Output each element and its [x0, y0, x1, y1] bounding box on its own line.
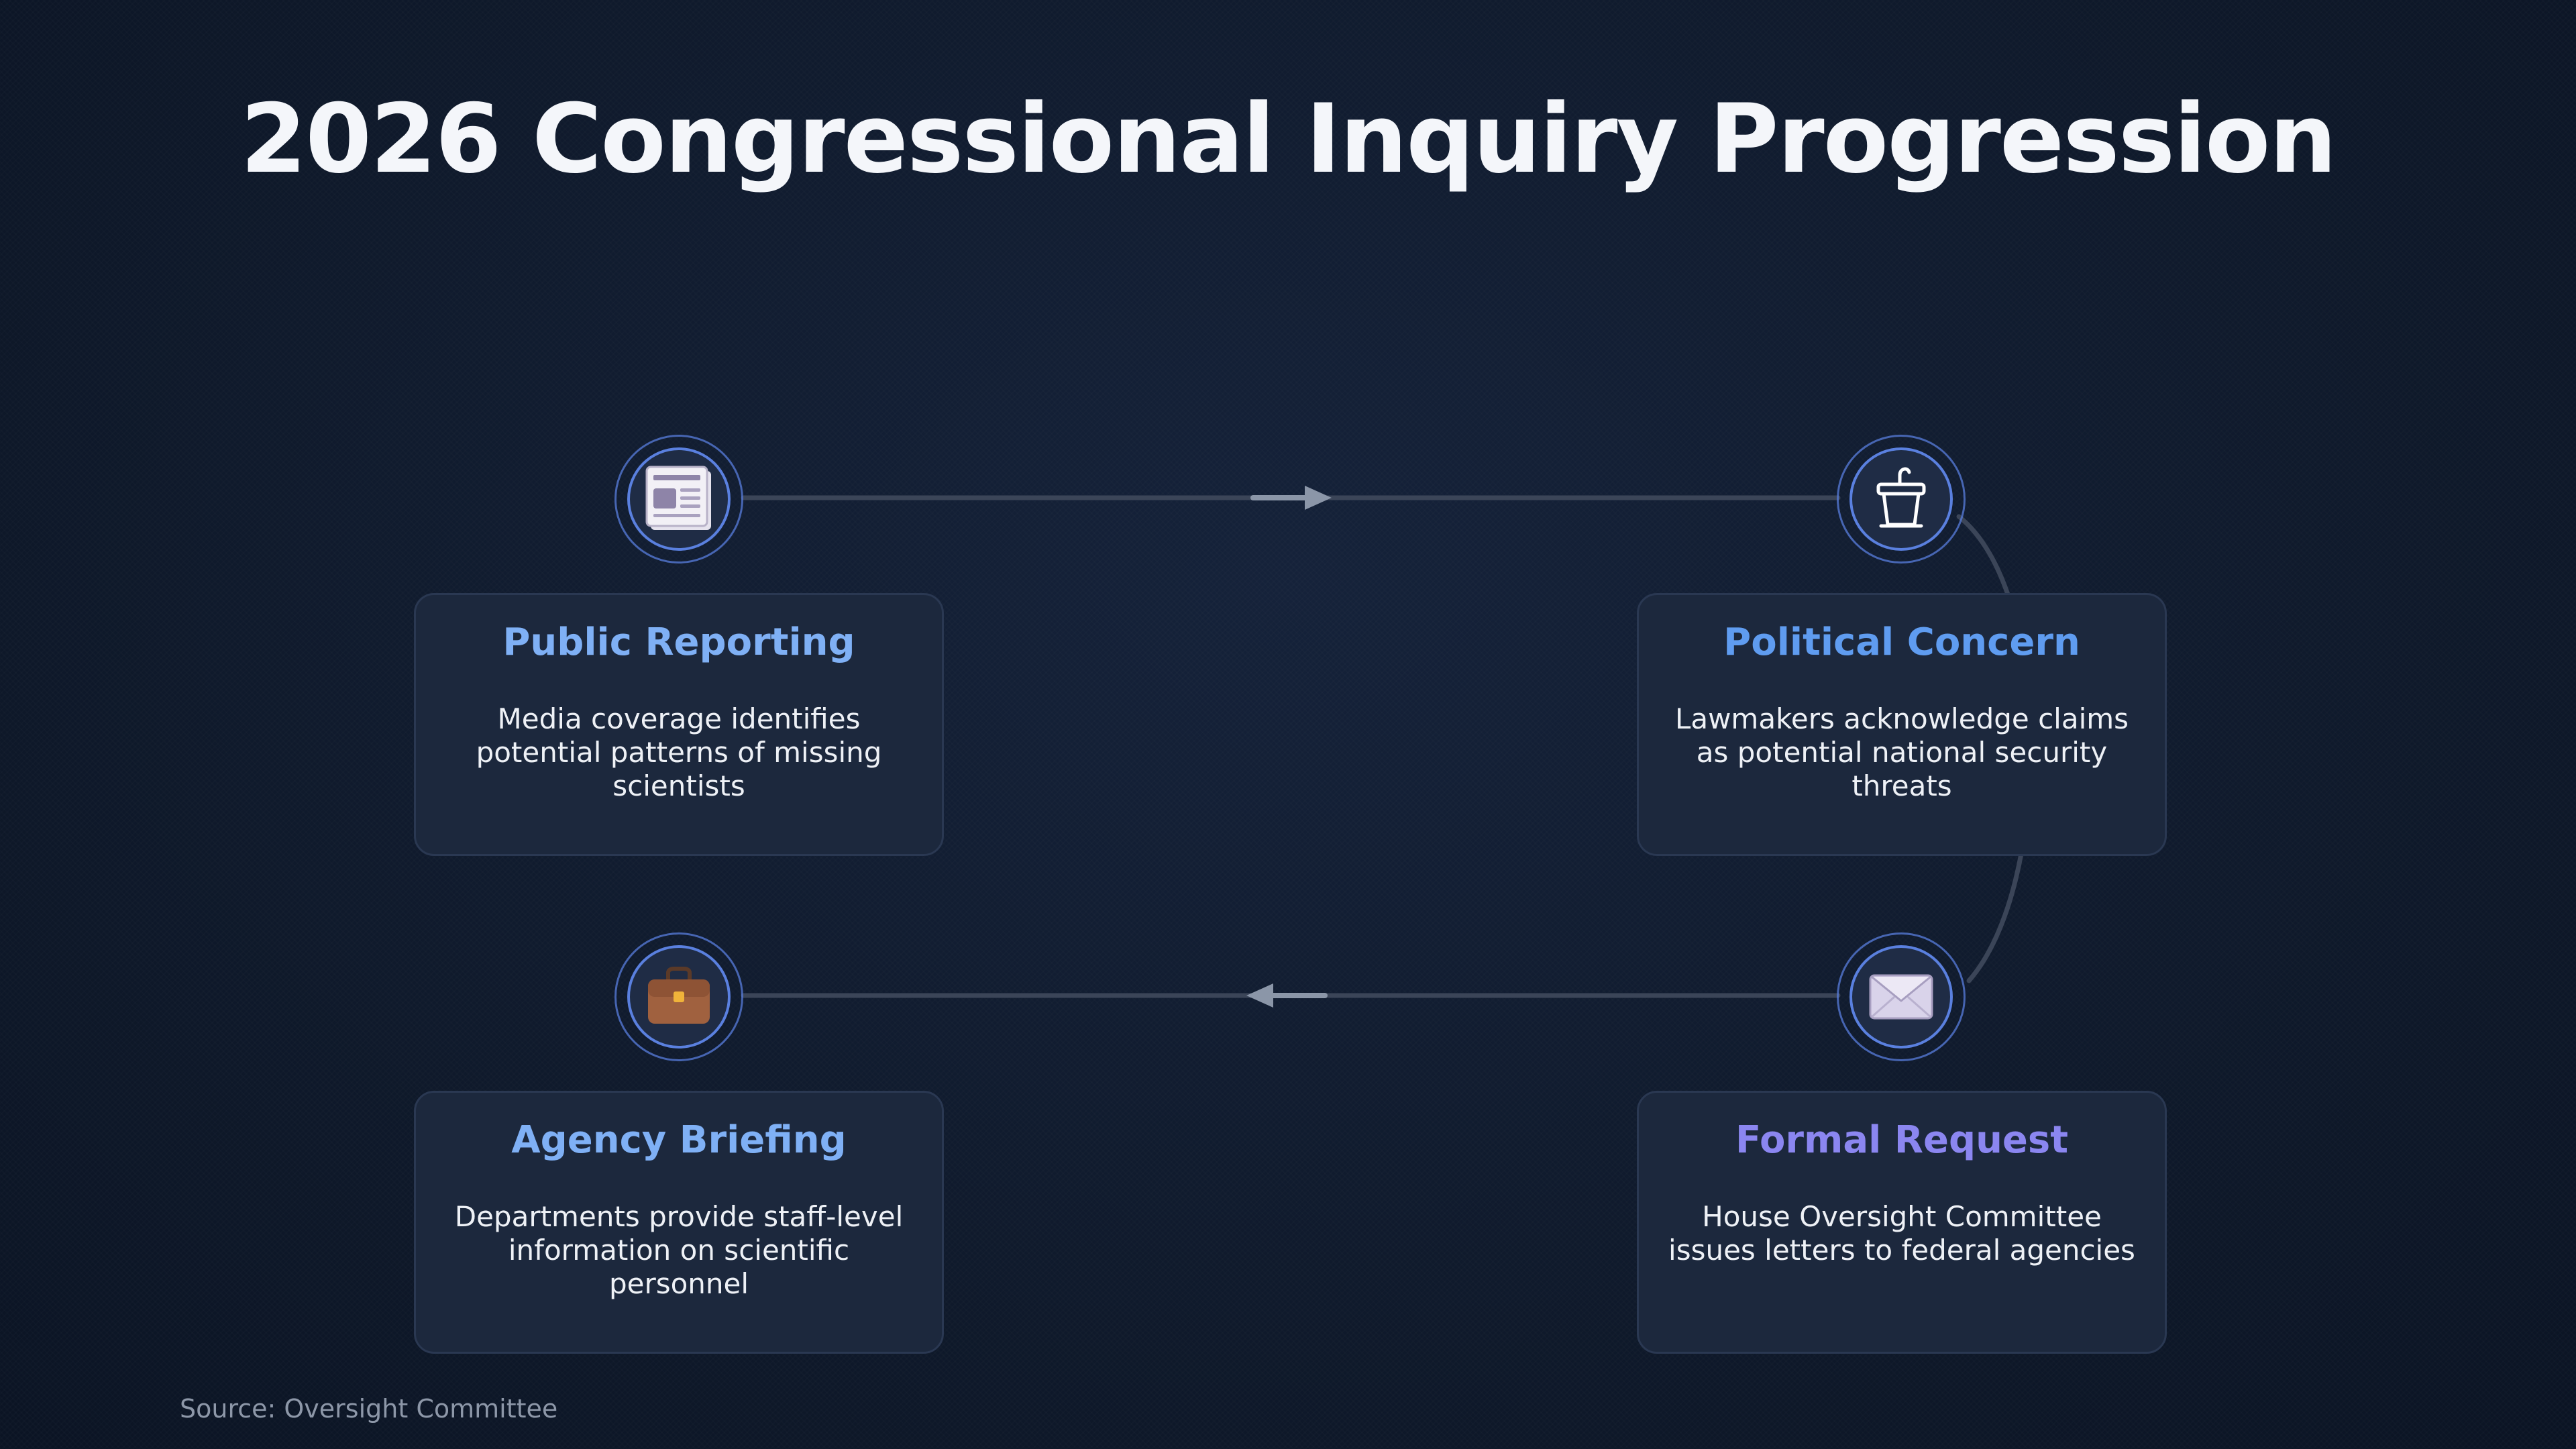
envelope-icon	[1869, 974, 1933, 1020]
step-card-political-concern: Political Concern Lawmakers acknowledge …	[1637, 593, 2167, 856]
node-political-concern	[1837, 435, 1966, 564]
step-description: Departments provide staff-level informat…	[454, 1200, 904, 1300]
step-heading: Formal Request	[1735, 1118, 2069, 1162]
newspaper-icon	[645, 466, 711, 530]
step-description: House Oversight Committee issues letters…	[1668, 1200, 2135, 1267]
node-agency-briefing	[614, 932, 743, 1061]
page-title: 2026 Congressional Inquiry Progression	[240, 84, 2337, 195]
arrow-left-icon	[1246, 983, 1328, 1008]
source-note: Source: Oversight Committee	[180, 1394, 558, 1424]
step-card-public-reporting: Public Reporting Media coverage identifi…	[414, 593, 944, 856]
step-description: Media coverage identifies potential patt…	[476, 702, 882, 802]
podium-icon	[1876, 467, 1926, 528]
step-heading: Political Concern	[1723, 621, 2080, 664]
step-description: Lawmakers acknowledge claims as potentia…	[1674, 702, 2129, 802]
node-formal-request	[1837, 932, 1966, 1061]
step-heading: Public Reporting	[502, 621, 855, 664]
node-public-reporting	[614, 435, 743, 564]
step-heading: Agency Briefing	[511, 1118, 847, 1162]
step-card-formal-request: Formal Request House Oversight Committee…	[1637, 1091, 2167, 1354]
arrow-right-icon	[1250, 486, 1332, 510]
briefcase-icon	[648, 967, 710, 1024]
step-card-agency-briefing: Agency Briefing Departments provide staf…	[414, 1091, 944, 1354]
